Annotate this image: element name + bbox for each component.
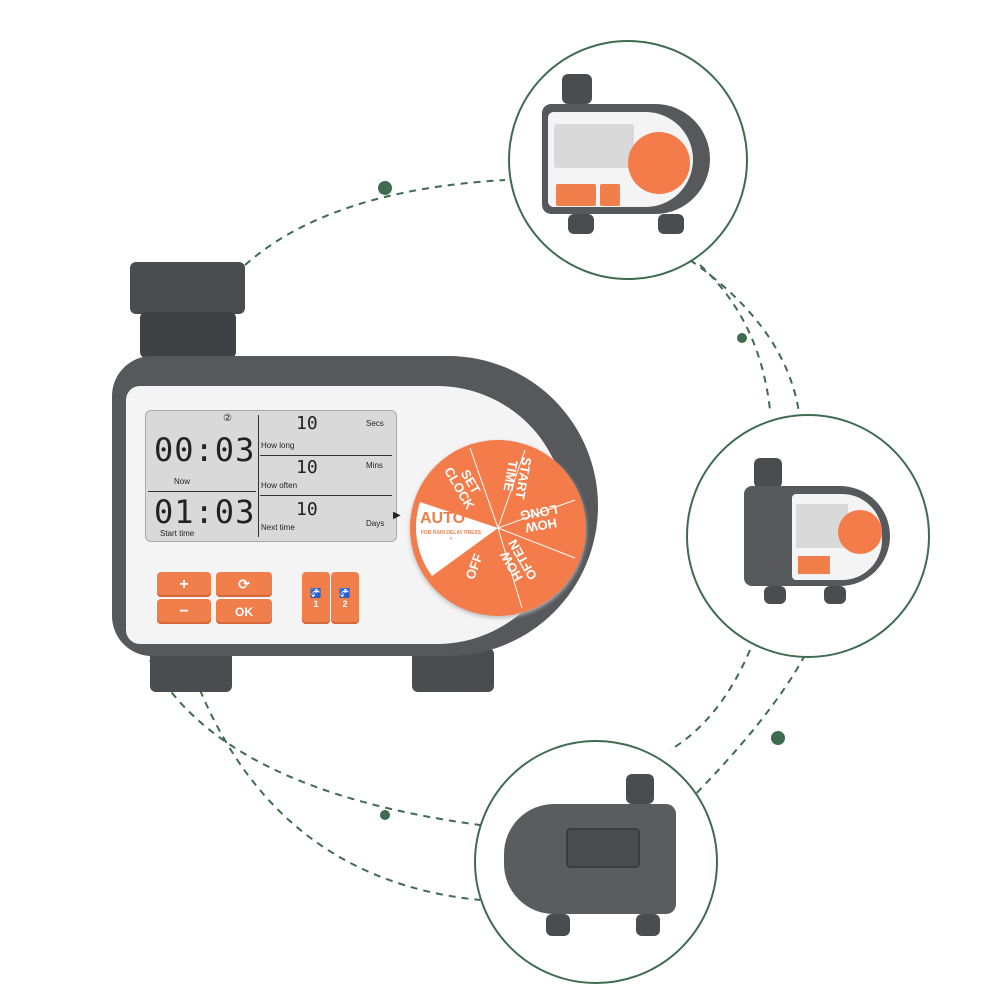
how-often-value: 10 bbox=[296, 457, 318, 478]
next-time-value: 10 bbox=[296, 499, 318, 520]
now-time: 00:03 bbox=[154, 431, 256, 469]
connector-dot bbox=[771, 731, 785, 745]
start-time-label: Start time bbox=[160, 529, 195, 538]
connector-arc-right-2 bbox=[699, 264, 771, 411]
connector-dot bbox=[737, 333, 747, 343]
connector-arc-right-4 bbox=[669, 649, 751, 751]
dial-auto-sub: FOR RAIN DELAY PRESS + bbox=[420, 530, 482, 542]
connector-arc-bottom-2 bbox=[199, 689, 481, 901]
faucet-icon: 🚰 bbox=[310, 587, 322, 598]
faucet-icon: 🚰 bbox=[339, 587, 351, 598]
how-long-unit: Secs bbox=[366, 419, 384, 428]
how-often-label: How often bbox=[261, 481, 298, 490]
connector-dot bbox=[380, 810, 390, 820]
how-long-label: How long bbox=[261, 441, 295, 450]
thumbnail-front-view bbox=[508, 40, 748, 280]
cycle-button[interactable]: ⟳ bbox=[216, 572, 272, 597]
lcd-display: ② 00:03 Now 01:03 Start time 10 How long… bbox=[145, 410, 397, 542]
next-time-label: Next time bbox=[261, 523, 295, 532]
how-long-value: 10 bbox=[296, 413, 318, 434]
top-hose-nut bbox=[130, 262, 245, 314]
ok-button[interactable]: OK bbox=[216, 599, 272, 624]
mode-dial[interactable]: AUTO FOR RAIN DELAY PRESS + SET CLOCK ST… bbox=[410, 440, 586, 616]
thumbnail-angled-view bbox=[686, 414, 930, 658]
dial-auto: AUTO bbox=[420, 510, 466, 527]
connector-arc-top bbox=[244, 179, 506, 266]
top-hose-coupling bbox=[140, 312, 236, 358]
next-time-unit: Days bbox=[366, 519, 385, 528]
connector-arc-bottom-1 bbox=[149, 659, 481, 826]
plus-button[interactable]: + bbox=[157, 572, 211, 597]
cycle-icon: ⟳ bbox=[238, 576, 250, 592]
connector-arc-right-3 bbox=[679, 654, 806, 811]
minus-button[interactable]: − bbox=[157, 599, 211, 624]
zone-indicator: ② bbox=[223, 413, 232, 424]
dial-pointer-icon: ▶ bbox=[393, 510, 401, 521]
how-often-unit: Mins bbox=[366, 461, 383, 470]
tap-1-button[interactable]: 🚰1 bbox=[302, 572, 330, 624]
tap-2-button[interactable]: 🚰2 bbox=[331, 572, 359, 624]
thumbnail-back-view bbox=[474, 740, 718, 984]
connector-dot bbox=[378, 181, 392, 195]
start-time: 01:03 bbox=[154, 493, 256, 531]
now-label: Now bbox=[174, 477, 191, 486]
